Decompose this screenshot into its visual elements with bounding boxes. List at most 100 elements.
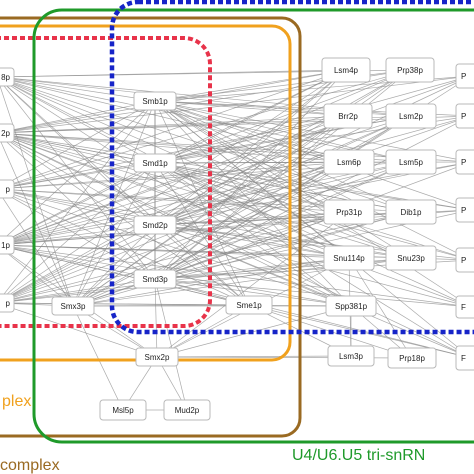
interaction-edge xyxy=(154,162,412,259)
interaction-edge xyxy=(154,69,347,164)
protein-node-label: Lsm6p xyxy=(337,158,362,167)
interaction-edge xyxy=(0,162,156,301)
interaction-edge xyxy=(0,302,250,306)
protein-node: 8p xyxy=(0,67,15,87)
interaction-edge xyxy=(0,161,472,245)
protein-node-label: Lsm5p xyxy=(399,158,424,167)
interaction-edge xyxy=(154,278,472,359)
protein-node: P xyxy=(455,247,474,273)
interaction-edge xyxy=(154,69,411,226)
protein-node-box xyxy=(163,399,211,421)
interaction-edge xyxy=(0,77,412,163)
protein-node: 1p xyxy=(0,235,15,255)
protein-node: Prp31p xyxy=(323,199,375,225)
interaction-edge xyxy=(154,211,350,226)
protein-node-box xyxy=(0,67,15,87)
protein-node: Smd3p xyxy=(133,269,177,289)
protein-node-box xyxy=(455,247,474,273)
interaction-edge xyxy=(72,211,412,307)
interaction-edge xyxy=(154,100,472,359)
protein-node-label: F xyxy=(461,354,466,363)
interaction-edge xyxy=(156,305,352,358)
protein-node-label: Dib1p xyxy=(401,208,422,217)
interaction-edge xyxy=(154,69,347,226)
protein-node-label: Smx2p xyxy=(145,353,170,362)
protein-node: p xyxy=(0,179,15,199)
interaction-edge xyxy=(154,100,352,307)
interaction-edge xyxy=(154,162,472,308)
protein-node-label: P xyxy=(461,72,466,81)
protein-node: Brr2p xyxy=(323,103,373,129)
interaction-edge xyxy=(154,224,250,306)
protein-node: P xyxy=(455,103,474,129)
interaction-edge xyxy=(154,161,350,226)
protein-node-label: Lsm2p xyxy=(399,112,424,121)
protein-node-box xyxy=(385,245,437,271)
protein-node-label: Smd2p xyxy=(142,221,168,230)
interaction-edge xyxy=(0,133,472,308)
protein-node-label: Msl5p xyxy=(112,406,134,415)
interaction-edge xyxy=(0,69,411,189)
protein-node-box xyxy=(51,296,95,316)
interaction-edge xyxy=(154,69,411,164)
interaction-edge xyxy=(72,257,350,307)
protein-node-label: P xyxy=(461,256,466,265)
protein-node-box xyxy=(133,91,177,111)
interaction-edge xyxy=(156,211,350,358)
protein-node-label: Lsm3p xyxy=(339,352,364,361)
interaction-edge xyxy=(154,115,472,226)
interaction-edge xyxy=(154,162,350,213)
interaction-edge xyxy=(154,162,472,359)
interaction-edge xyxy=(0,100,156,188)
protein-node: Spp381p xyxy=(325,295,377,317)
protein-node-box xyxy=(133,269,177,289)
protein-node-box xyxy=(0,179,15,199)
green-complex-label: U4/U6.U5 tri-snRN xyxy=(292,447,425,464)
protein-node-box xyxy=(225,295,273,315)
protein-node-box xyxy=(385,149,437,175)
interaction-edge xyxy=(154,75,472,226)
orange-complex-outline xyxy=(0,24,292,362)
interaction-edge xyxy=(0,77,412,213)
interaction-edge xyxy=(154,69,411,102)
interaction-edge xyxy=(0,77,156,102)
protein-node: Snu23p xyxy=(385,245,437,271)
interaction-edge xyxy=(154,100,472,261)
protein-node-label: Prp38p xyxy=(397,66,423,75)
interaction-edge xyxy=(154,278,158,358)
interaction-edge xyxy=(0,303,158,358)
green-complex-outline xyxy=(32,8,474,444)
interaction-edge xyxy=(154,224,350,259)
protein-node-label: P xyxy=(461,158,466,167)
protein-node-label: Mud2p xyxy=(175,406,200,415)
interaction-edge xyxy=(0,162,156,189)
interaction-edge xyxy=(0,69,411,245)
interaction-edge xyxy=(154,100,472,308)
node-layer: Smb1pSmd1pSmd2pSmd3pSmx3pSmx2pSme1pMsl5p… xyxy=(0,57,474,421)
protein-node-box xyxy=(385,199,437,225)
interaction-edge xyxy=(0,245,472,308)
protein-node: F xyxy=(455,295,474,319)
blue-complex-outline xyxy=(109,0,474,335)
orange-complex-label: plex xyxy=(2,393,31,410)
interaction-edge xyxy=(154,115,349,226)
protein-node-box xyxy=(99,399,147,421)
protein-node-box xyxy=(325,295,377,317)
protein-node-box xyxy=(455,103,474,129)
protein-node-label: Smd3p xyxy=(142,275,168,284)
protein-node: Snu114p xyxy=(323,245,375,271)
protein-node-box xyxy=(321,57,371,83)
interaction-edge xyxy=(0,78,156,164)
protein-node-box xyxy=(323,199,375,225)
protein-node-box xyxy=(455,149,474,175)
brown-complex-outline xyxy=(0,16,302,438)
interaction-edge xyxy=(0,245,156,280)
interaction-edge xyxy=(0,77,412,259)
interaction-edge xyxy=(0,211,412,303)
interaction-edge xyxy=(154,75,472,164)
interaction-edge xyxy=(0,79,250,306)
protein-node: 2p xyxy=(0,123,15,143)
protein-node: Prp18p xyxy=(387,347,437,369)
interaction-edge xyxy=(154,115,349,280)
